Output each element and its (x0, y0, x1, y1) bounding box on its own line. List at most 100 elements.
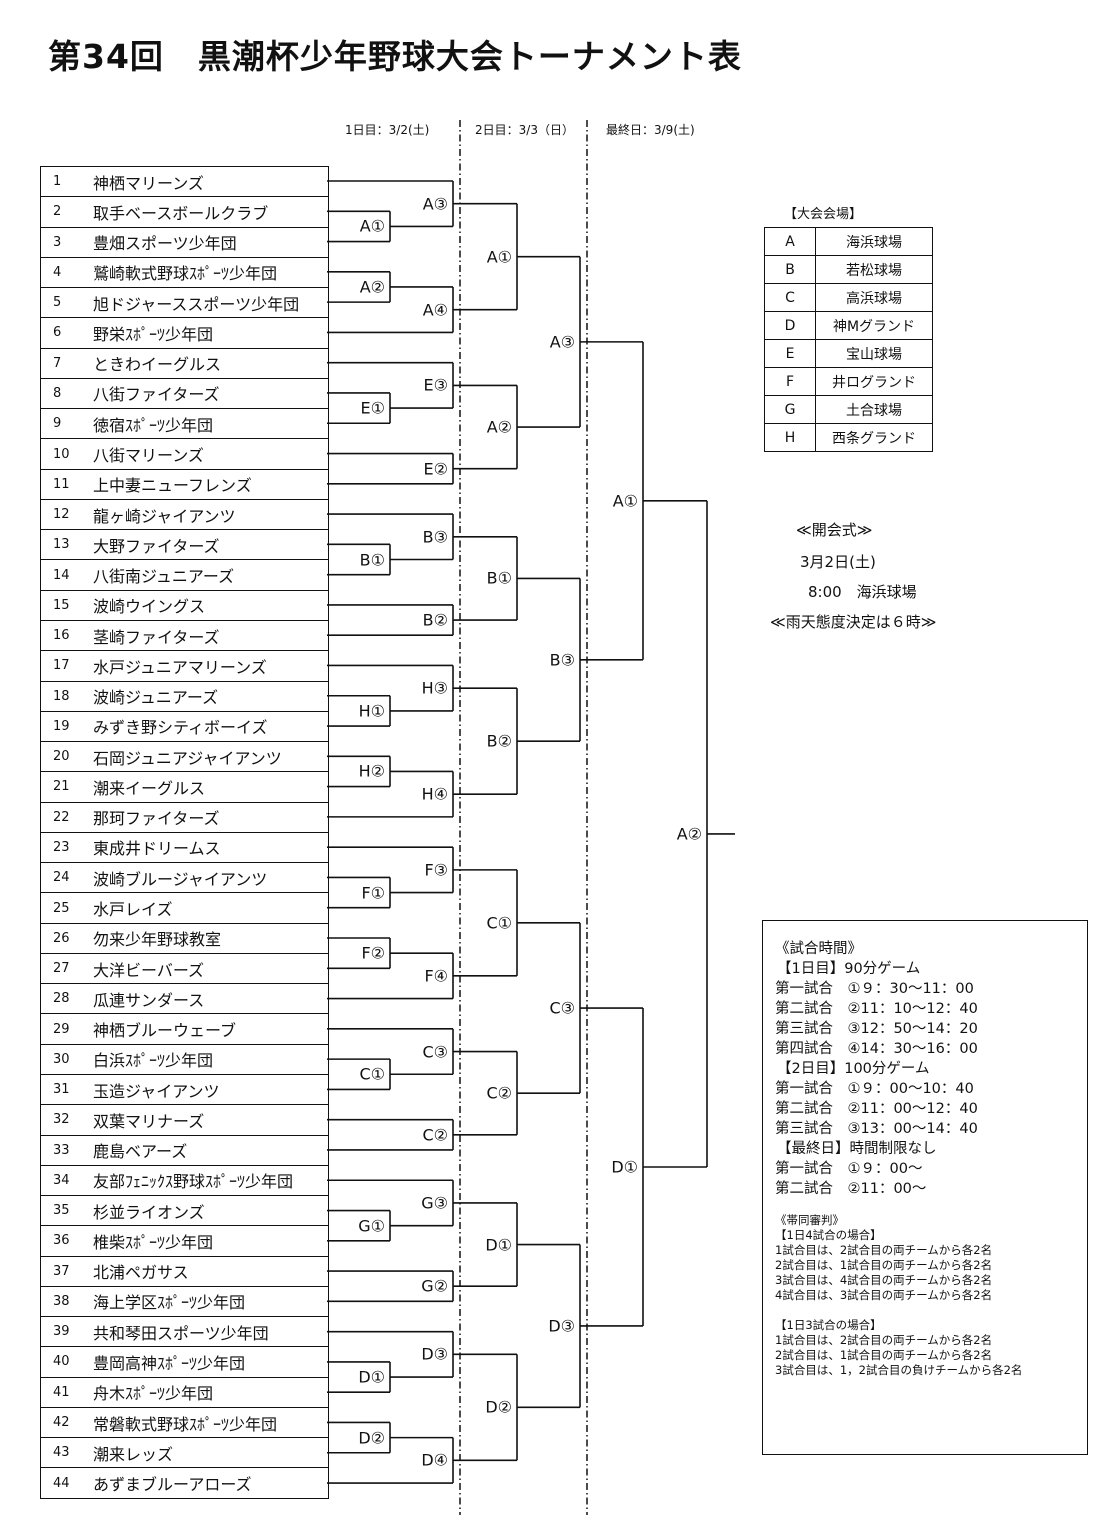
team-name: あずまブルーアローズ (93, 1475, 252, 1495)
match-label: A① (485, 247, 513, 267)
team-name: 杉並ライオンズ (93, 1202, 205, 1222)
team-number: 14 (53, 567, 70, 583)
venue-code: D (764, 311, 816, 340)
team-name: 大洋ビーバーズ (93, 960, 205, 980)
team-number: 2 (53, 204, 62, 220)
team-name: 潮来イーグルス (93, 778, 206, 798)
match-label: D① (357, 1367, 386, 1387)
match-label: B② (421, 610, 449, 630)
match-label: G② (420, 1276, 449, 1296)
team-name: 勿来少年野球教室 (93, 930, 222, 950)
final-day-header: 最終日：3/9(土) (606, 123, 695, 137)
team-number: 42 (53, 1415, 70, 1431)
day-2-header: 2日目：3/3（日） (475, 123, 574, 137)
team-name: 鹿島ベアーズ (93, 1142, 188, 1162)
team-number: 41 (53, 1384, 70, 1400)
team-number: 39 (53, 1324, 70, 1340)
team-name: 常磐軟式野球ｽﾎﾟｰﾂ少年団 (93, 1414, 278, 1434)
referee-title: 《帯同審判》 (775, 1213, 844, 1227)
team-name: 那珂ファイターズ (93, 809, 220, 829)
match-label: B① (485, 568, 513, 588)
schedule-line: 第二試合 ②11：00～12：40 (775, 1101, 978, 1117)
team-number: 24 (53, 870, 70, 886)
match-label: D① (484, 1235, 513, 1255)
rain-decision-note: ≪雨天態度決定は６時≫ (770, 613, 937, 631)
team-row: 35 杉並ライオンズ (41, 1196, 328, 1227)
team-row: 41 舟木ｽﾎﾟｰﾂ少年団 (41, 1378, 328, 1408)
team-name: 神栖ブルーウェーブ (93, 1021, 237, 1041)
team-number: 35 (53, 1203, 70, 1219)
team-name: 水戸レイズ (93, 900, 173, 919)
team-name: 豊岡高神ｽﾎﾟｰﾂ少年団 (93, 1353, 246, 1373)
match-label: F④ (423, 966, 449, 986)
schedule-day-heading: 【1日目】90分ゲーム (777, 961, 921, 977)
team-row: 24 波崎ブルージャイアンツ (41, 863, 328, 894)
match-label: C② (485, 1083, 513, 1103)
team-name: 八街ファイターズ (93, 385, 220, 405)
team-row: 14 八街南ジュニアーズ (41, 560, 328, 591)
match-label: F③ (423, 860, 449, 880)
team-name: 東成井ドリームス (93, 839, 221, 859)
team-number: 16 (53, 628, 70, 644)
team-number: 8 (53, 385, 62, 401)
team-number: 5 (53, 295, 62, 311)
schedule-line: 第四試合 ④14：30～16：00 (775, 1041, 978, 1057)
schedule-day-heading: 【2日目】100分ゲーム (777, 1061, 930, 1077)
schedule-line: 第二試合 ②11：10～12：40 (775, 1001, 978, 1017)
match-label: D② (484, 1397, 513, 1417)
team-name: 舟木ｽﾎﾟｰﾂ少年団 (93, 1384, 214, 1404)
team-row: 37 北浦ペガサス (41, 1257, 328, 1287)
team-name: 瓜連サンダース (93, 990, 205, 1010)
team-name: 水戸ジュニアマリーンズ (93, 657, 267, 677)
team-number: 27 (53, 961, 70, 977)
schedule-line: 第一試合 ①９：00～ (775, 1161, 923, 1177)
team-name: 友部ﾌｪﾆｯｸｽ野球ｽﾎﾟｰﾂ少年団 (93, 1172, 294, 1192)
team-name: 八街南ジュニアーズ (93, 567, 235, 587)
team-number: 12 (53, 507, 70, 523)
venue-name: 神Mグランド (815, 311, 933, 340)
team-name: 大野ファイターズ (93, 536, 220, 556)
match-label: A② (358, 277, 386, 297)
team-row: 17 水戸ジュニアマリーンズ (41, 651, 328, 682)
team-name: 波崎ウイングス (93, 597, 206, 617)
match-label: A③ (548, 332, 576, 352)
team-name: 旭ドジャーススポーツ少年団 (93, 294, 300, 314)
team-name: 波崎ブルージャイアンツ (93, 869, 268, 889)
team-number: 17 (53, 658, 70, 674)
team-number: 37 (53, 1263, 70, 1279)
team-name: 北浦ペガサス (93, 1263, 189, 1283)
team-number: 44 (53, 1475, 70, 1491)
team-name: 上中妻ニューフレンズ (93, 476, 252, 496)
match-label: D③ (420, 1344, 449, 1364)
team-row: 42 常磐軟式野球ｽﾎﾟｰﾂ少年団 (41, 1408, 328, 1439)
schedule-line: 第三試合 ③12：50～14：20 (775, 1021, 978, 1037)
schedule-line: 第二試合 ②11：00～ (775, 1181, 927, 1197)
team-number: 13 (53, 537, 70, 553)
team-name: 八街マリーンズ (93, 446, 204, 466)
match-label: B② (485, 731, 513, 751)
team-number: 11 (53, 476, 70, 492)
schedule-line: 第一試合 ①９：30～11：00 (775, 981, 974, 997)
team-name: 鷲崎軟式野球ｽﾎﾟｰﾂ少年団 (93, 264, 278, 284)
